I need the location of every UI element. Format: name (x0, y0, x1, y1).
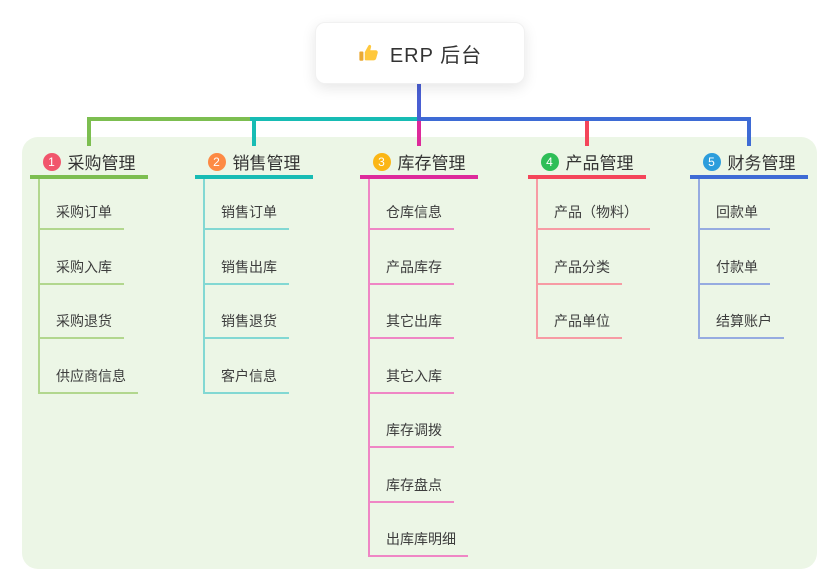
branch-drop-line (87, 117, 91, 146)
child-node-label: 销售订单 (221, 204, 277, 220)
child-node-label: 其它出库 (386, 313, 442, 329)
branch-node-label: 产品管理 (565, 154, 634, 173)
child-node[interactable]: 库存盘点 (368, 475, 454, 503)
child-node[interactable]: 客户信息 (203, 366, 289, 394)
branch-number-badge: 1 (42, 152, 61, 171)
child-node[interactable]: 其它入库 (368, 366, 454, 394)
branch-drop-line (747, 117, 751, 146)
child-node-label: 付款单 (716, 258, 758, 275)
child-node-label: 结算账户 (716, 313, 772, 329)
branch-connector-line (417, 117, 751, 121)
child-node[interactable]: 结算账户 (698, 311, 784, 339)
branch-node-财务管理[interactable]: 5 财务管理 (690, 148, 808, 179)
child-node[interactable]: 库存调拨 (368, 420, 454, 448)
child-connector-line (368, 179, 370, 557)
child-node-label: 其它入库 (386, 367, 442, 384)
child-node[interactable]: 销售退货 (203, 311, 289, 339)
branch-number-badge: 2 (207, 152, 226, 171)
child-node-label: 出库库明细 (386, 531, 456, 547)
child-node[interactable]: 产品（物料） (536, 202, 650, 230)
child-node-label: 供应商信息 (56, 367, 126, 384)
branch-node-label: 采购管理 (67, 154, 136, 173)
child-connector-line (698, 179, 700, 339)
child-node[interactable]: 仓库信息 (368, 202, 454, 230)
child-node-label: 产品库存 (386, 258, 442, 275)
branches-panel (22, 137, 817, 569)
child-node-label: 采购订单 (56, 204, 112, 220)
branch-node-label: 财务管理 (727, 154, 796, 173)
child-node-label: 回款单 (716, 204, 758, 220)
child-node-label: 产品单位 (554, 313, 610, 329)
child-node-label: 销售出库 (221, 258, 277, 275)
child-node-label: 库存调拨 (386, 422, 442, 438)
child-node[interactable]: 采购订单 (38, 202, 124, 230)
child-node-label: 采购入库 (56, 258, 112, 275)
branch-node-label: 库存管理 (397, 154, 466, 173)
child-node[interactable]: 销售订单 (203, 202, 289, 230)
child-node-label: 销售退货 (221, 313, 277, 329)
branch-node-label: 销售管理 (232, 154, 301, 173)
branch-number-badge: 5 (702, 152, 721, 171)
child-node[interactable]: 采购退货 (38, 311, 124, 339)
child-node[interactable]: 销售出库 (203, 257, 289, 285)
root-node[interactable]: ERP 后台 (315, 22, 525, 84)
child-node-label: 库存盘点 (386, 476, 442, 493)
branch-node-销售管理[interactable]: 2 销售管理 (195, 148, 313, 179)
child-connector-line (38, 179, 40, 394)
child-connector-line (536, 179, 538, 339)
child-node-label: 产品分类 (554, 258, 610, 275)
branch-drop-line (252, 117, 256, 146)
child-node[interactable]: 产品分类 (536, 257, 622, 285)
child-node[interactable]: 付款单 (698, 257, 770, 285)
branch-node-库存管理[interactable]: 3 库存管理 (360, 148, 478, 179)
child-node[interactable]: 回款单 (698, 202, 770, 230)
trunk-line (417, 82, 421, 121)
branch-drop-line (585, 117, 589, 146)
root-node-label: ERP 后台 (389, 44, 483, 67)
branch-connector-line (250, 117, 419, 121)
child-node[interactable]: 产品单位 (536, 311, 622, 339)
child-node[interactable]: 采购入库 (38, 257, 124, 285)
child-node-label: 产品（物料） (554, 204, 638, 220)
child-node[interactable]: 产品库存 (368, 257, 454, 285)
child-node[interactable]: 出库库明细 (368, 529, 468, 557)
branch-number-badge: 3 (372, 152, 391, 171)
child-node-label: 采购退货 (56, 313, 112, 329)
branch-number-badge: 4 (540, 152, 559, 171)
branch-drop-line (417, 117, 421, 146)
branch-node-采购管理[interactable]: 1 采购管理 (30, 148, 148, 179)
thumbs-up-icon (358, 42, 380, 64)
branch-connector-line (87, 117, 254, 121)
branch-node-产品管理[interactable]: 4 产品管理 (528, 148, 646, 179)
child-node[interactable]: 供应商信息 (38, 366, 138, 394)
child-node-label: 仓库信息 (386, 204, 442, 220)
child-node[interactable]: 其它出库 (368, 311, 454, 339)
child-node-label: 客户信息 (221, 367, 277, 384)
child-connector-line (203, 179, 205, 394)
